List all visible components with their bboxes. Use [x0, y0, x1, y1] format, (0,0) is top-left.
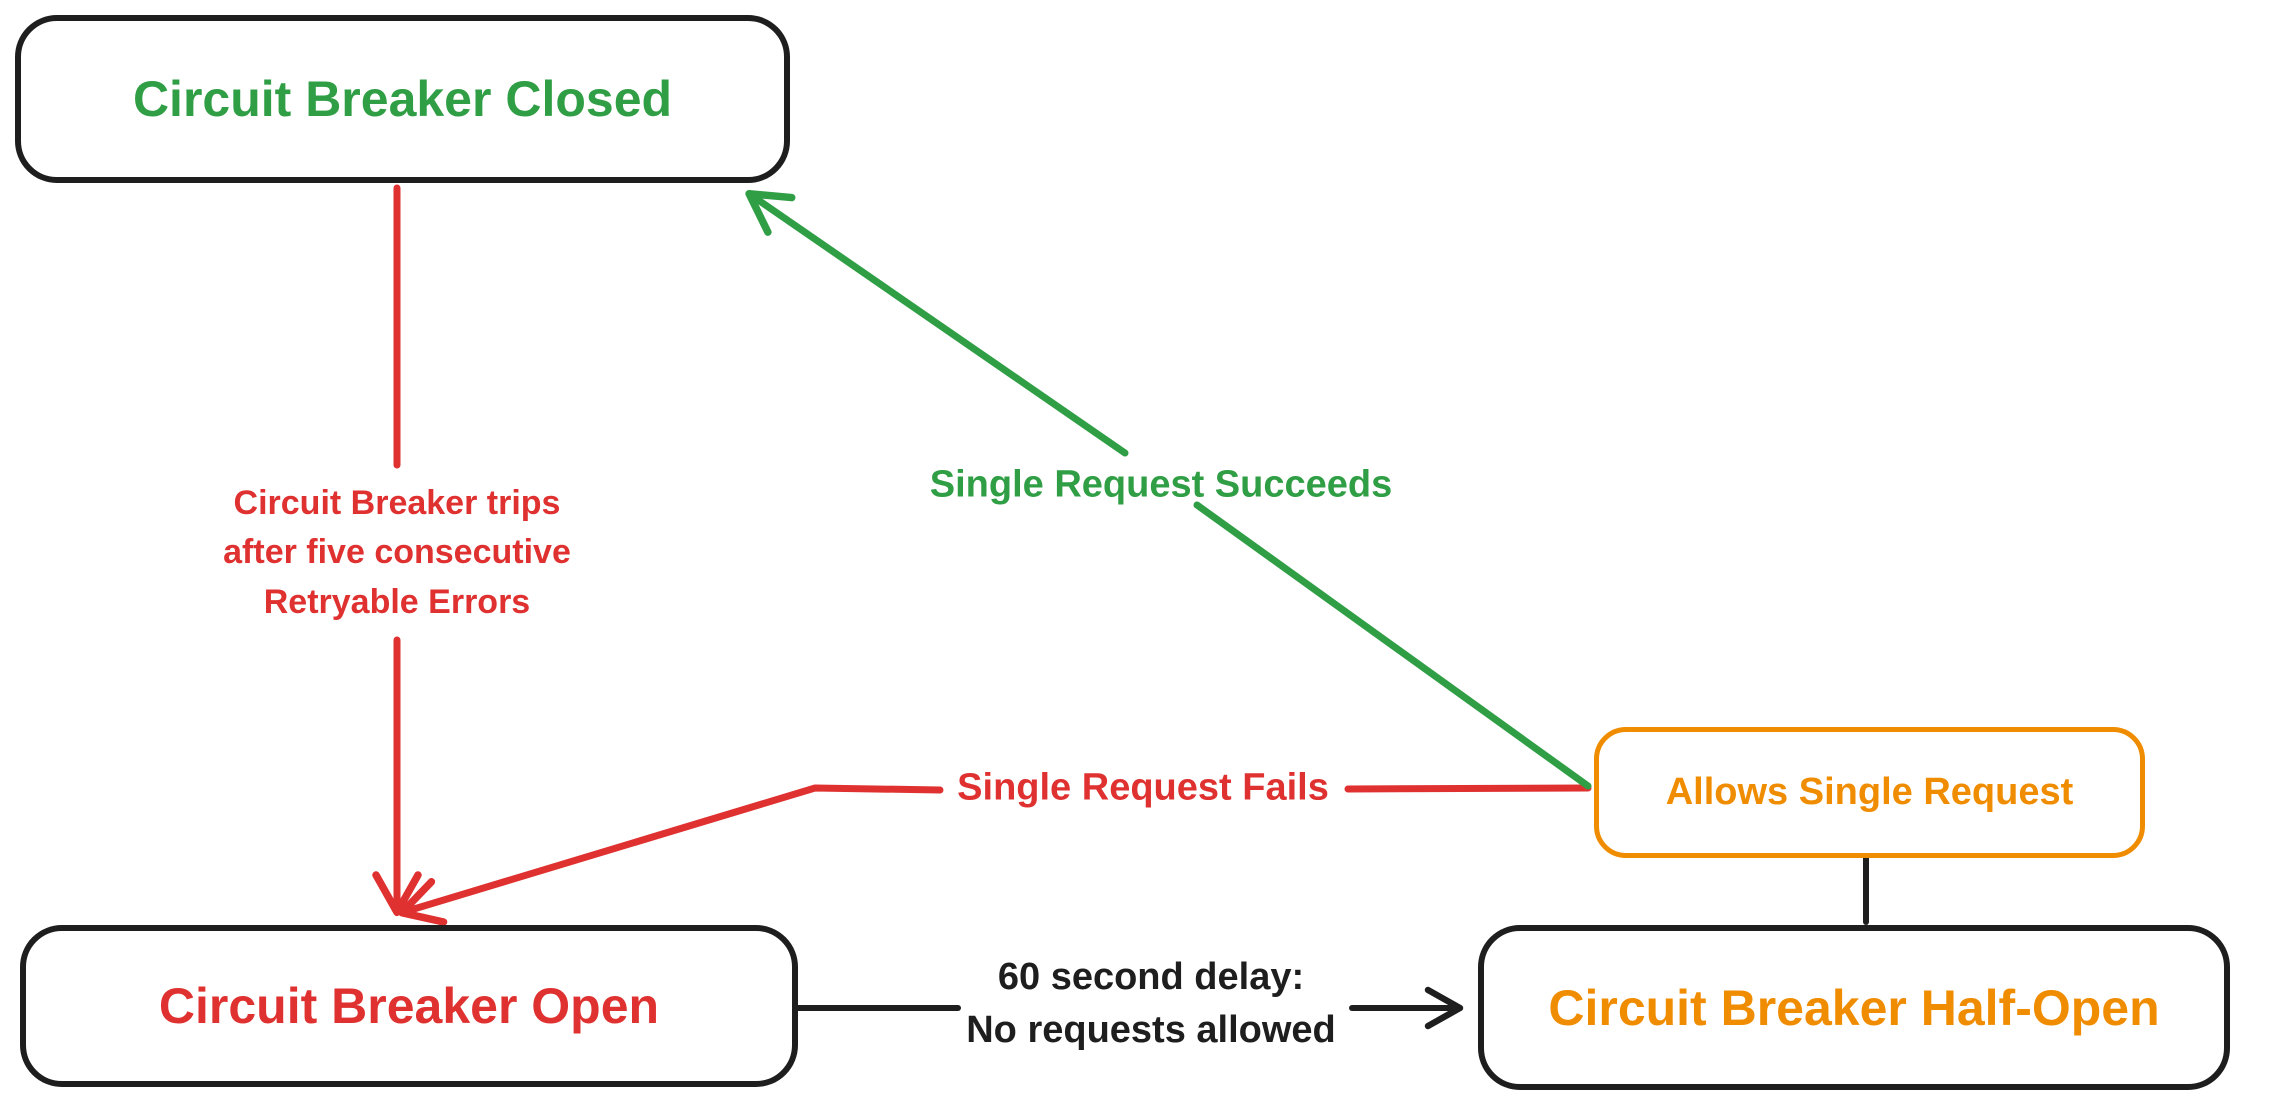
node-label-allows-single-request: Allows Single Request — [1665, 771, 2074, 813]
node-allows-single-request: Allows Single Request — [1594, 727, 2145, 858]
edge-succeeds-line-upper — [745, 189, 1129, 457]
edge-fails-line-left — [398, 784, 944, 926]
node-circuit-breaker-half-open: Circuit Breaker Half-Open — [1478, 925, 2230, 1090]
node-label-open: Circuit Breaker Open — [158, 978, 660, 1034]
edge-succeeds-line-lower — [1193, 501, 1592, 790]
edge-label-delay: 60 second delay: No requests allowed — [966, 955, 1336, 1051]
node-circuit-breaker-closed: Circuit Breaker Closed — [15, 15, 790, 183]
edge-label-succeeds: Single Request Succeeds — [929, 463, 1393, 506]
edge-label-fails: Single Request Fails — [957, 766, 1329, 809]
edge-label-trips: Circuit Breaker trips after five consecu… — [223, 484, 571, 621]
node-circuit-breaker-open: Circuit Breaker Open — [20, 925, 798, 1087]
node-label-half-open: Circuit Breaker Half-Open — [1548, 979, 2160, 1036]
node-label-closed: Circuit Breaker Closed — [132, 71, 673, 127]
edge-fails-line-right — [1344, 784, 1592, 793]
